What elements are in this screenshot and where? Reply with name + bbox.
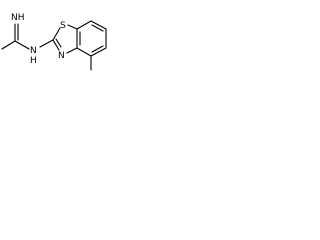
atom-labels: NH N H S N [11, 13, 66, 66]
bond-n3-c3a [66, 47, 78, 54]
bond-c2-n3-double [55, 38, 62, 48]
thiazole-n-label: N [58, 51, 65, 61]
bond-c7-c6-inner [91, 24, 104, 32]
bond-amidine-amine [14, 40, 30, 50]
bond-c7-c6 [90, 20, 107, 30]
bond-c4-c3a [76, 47, 92, 57]
bond-c2-s [52, 27, 61, 41]
bond-methyl-amidine [1, 40, 16, 50]
amine-h-label: H [30, 56, 37, 66]
bond-c2-n3 [52, 39, 60, 51]
chemical-structure: NH N H S N [1, 13, 107, 71]
bond-c5-c4 [90, 47, 107, 57]
bond-amine-thiazole [39, 39, 54, 48]
bonds [1, 20, 107, 71]
imine-nh-label: NH [11, 13, 25, 23]
bond-c5-c4-inner [91, 45, 104, 53]
thiazole-s-label: S [60, 21, 66, 31]
bond-s-c7a [67, 24, 78, 30]
amine-n-label: N [30, 46, 37, 56]
bond-c7a-c7 [76, 20, 92, 30]
